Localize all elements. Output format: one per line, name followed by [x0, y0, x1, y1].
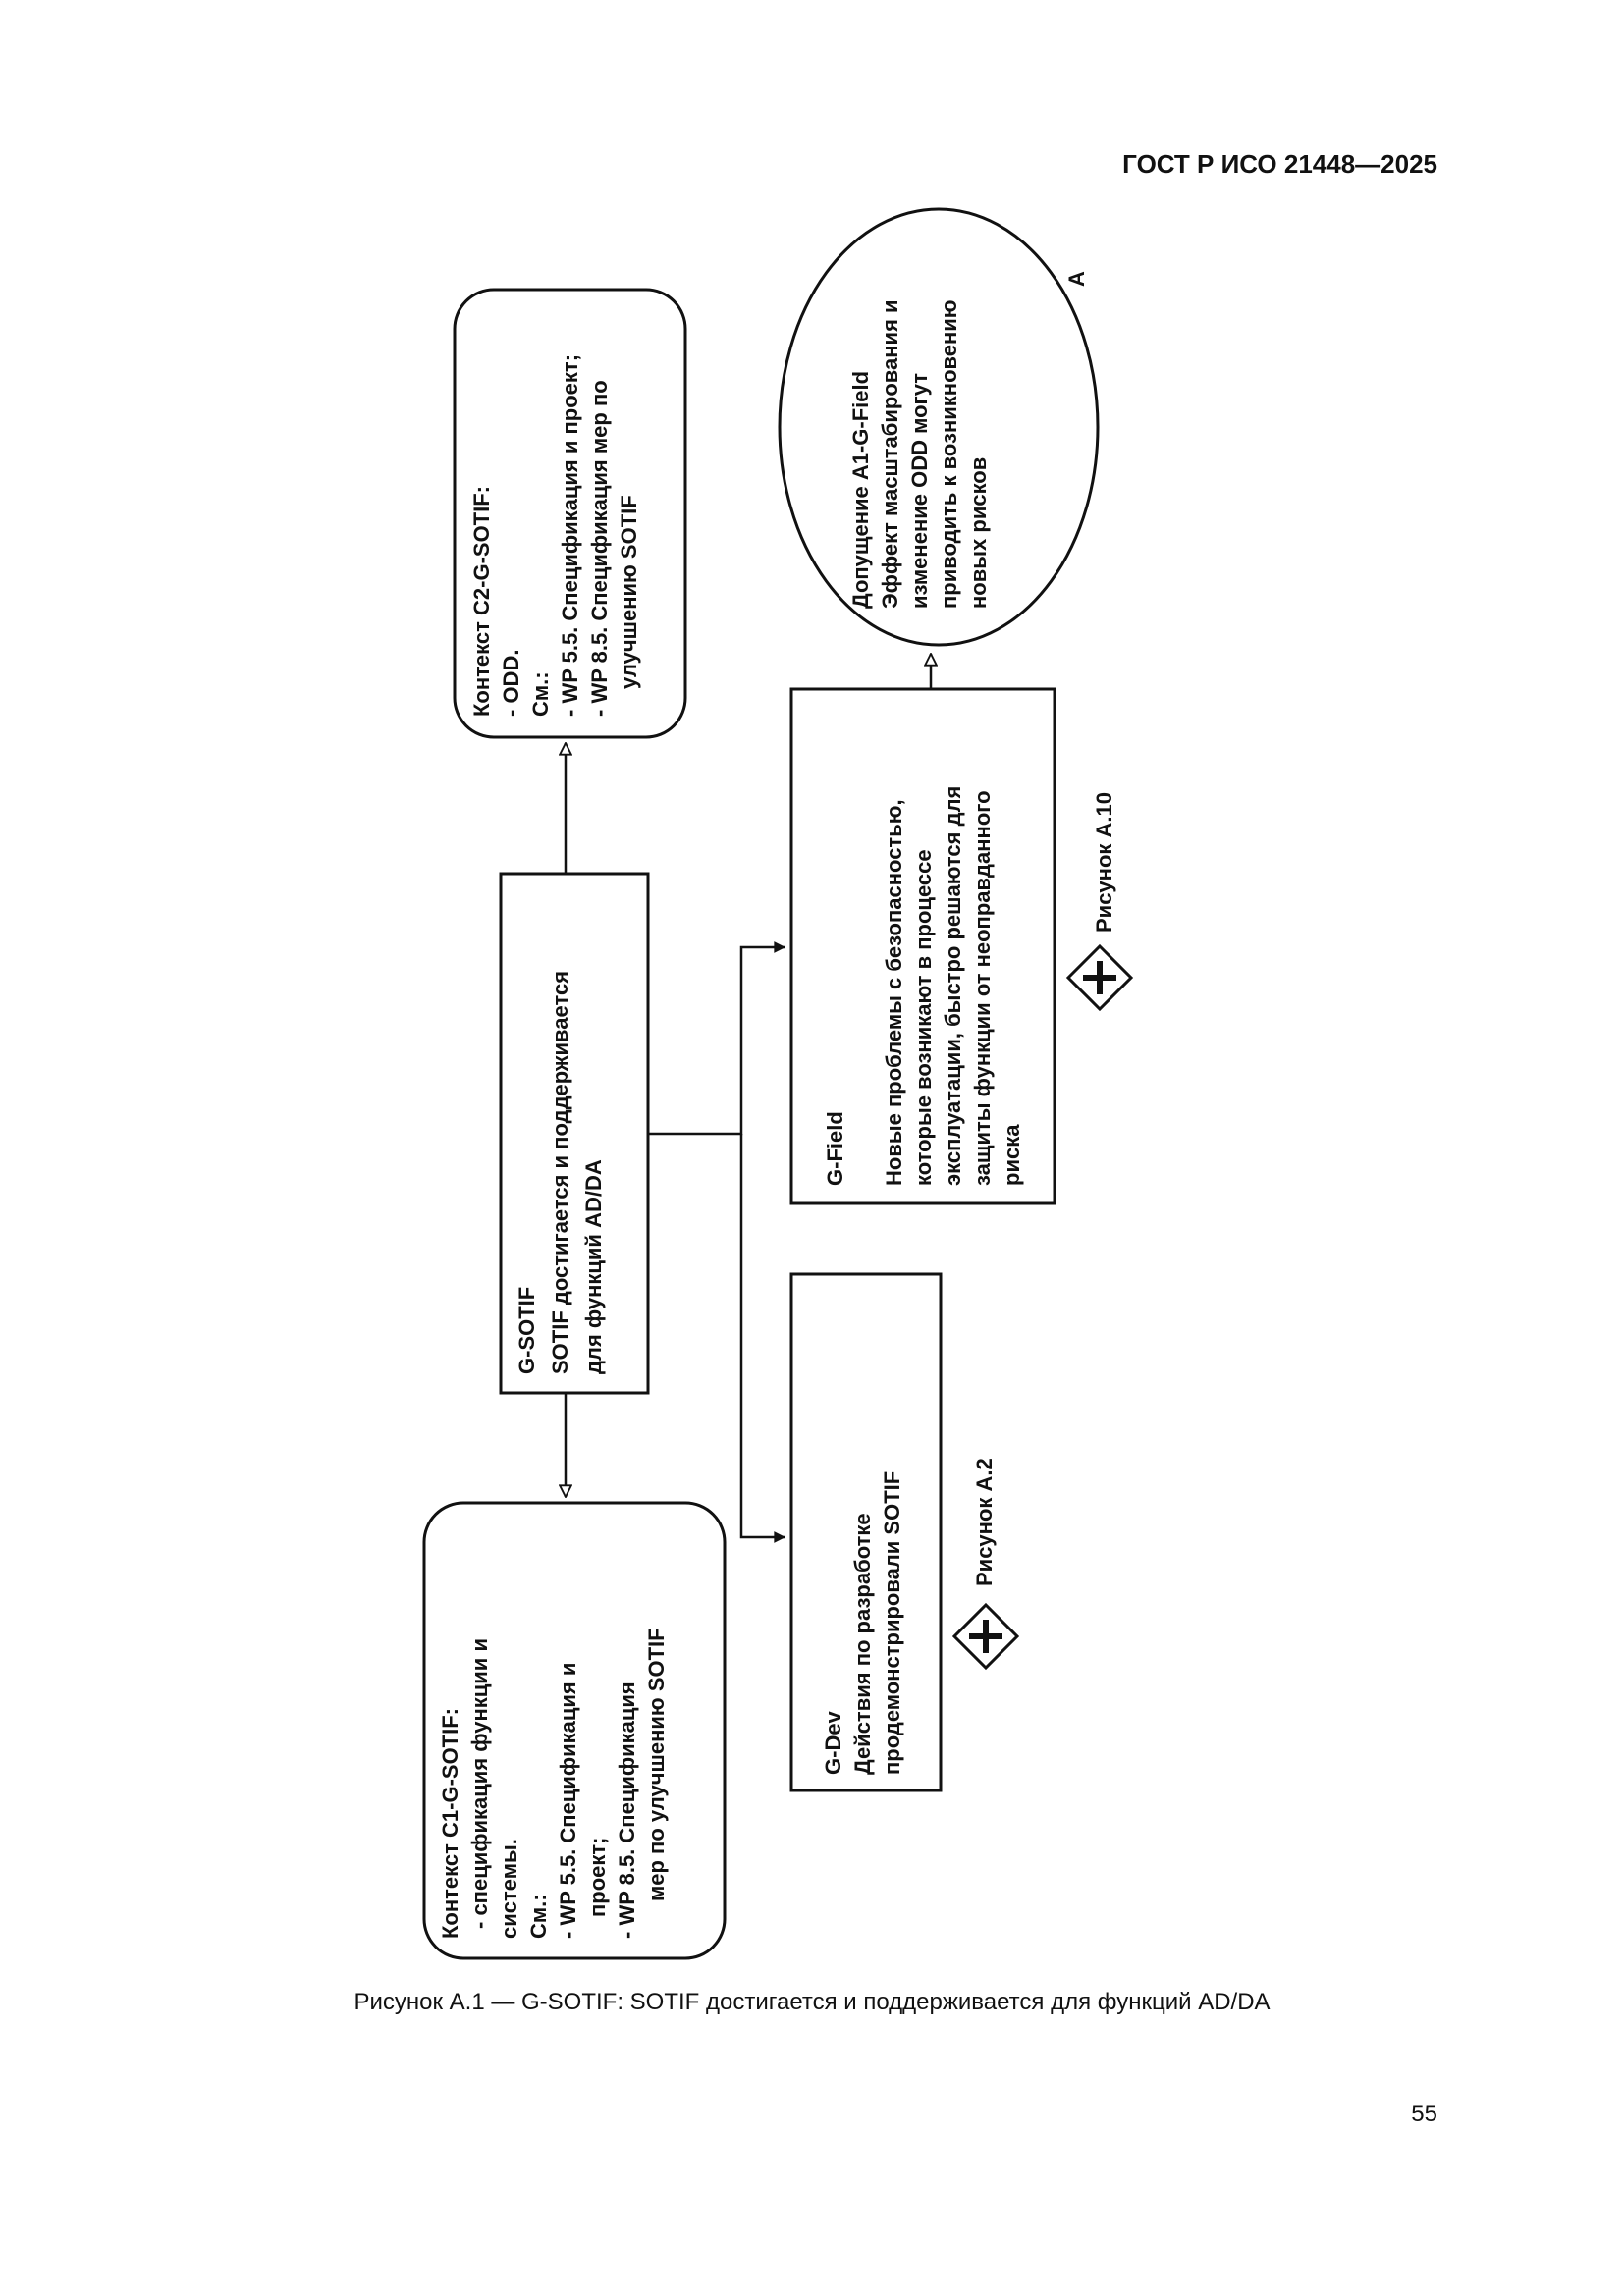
g-dev-line-3: продемонстрировали SOTIF	[880, 1471, 904, 1775]
page-number: 55	[1411, 2101, 1437, 2127]
context-c2-line-3: См.:	[528, 671, 553, 717]
goal-g-dev-box	[789, 1272, 943, 1792]
context-c1-box	[422, 1501, 727, 1960]
context-c1-line-2: - спецификация функции и	[467, 1638, 492, 1929]
assumption-line-4: приводить к возникновению	[937, 299, 961, 609]
g-dev-line-2: Действия по разработке	[850, 1513, 875, 1775]
context-c1-line-8: мер по улучшению SOTIF	[644, 1628, 669, 1901]
g-sotif-statement-2: для функций AD/DA	[581, 1159, 606, 1374]
context-c1-line-6: проект;	[585, 1837, 610, 1917]
g-field-figure-ref: Рисунок А.10	[1092, 792, 1116, 933]
g-dev-undeveloped-diamond	[951, 1602, 1020, 1671]
g-dev-line-1: G-Dev	[821, 1710, 845, 1775]
assumption-a1-ellipse	[778, 207, 1100, 647]
g-field-line-7: риска	[1000, 1124, 1024, 1186]
goal-g-field-box	[789, 687, 1056, 1205]
context-c1-line-1: Контекст C1-G-SOTIF:	[438, 1708, 462, 1939]
g-field-line-6: защиты функции от неоправданного	[970, 790, 995, 1186]
g-sotif-statement-1: SOTIF достигается и поддерживается	[548, 971, 572, 1374]
connector-to-g-field	[648, 941, 785, 1136]
connector-to-g-dev	[739, 1134, 785, 1543]
context-c2-line-4: - WP 5.5. Спецификация и проект;	[558, 354, 582, 717]
assumption-line-5: новых рисков	[966, 457, 991, 609]
context-c2-line-1: Контекст C2-G-SOTIF:	[469, 486, 494, 717]
assumption-line-1: Допущение A1-G-Field	[848, 371, 873, 609]
context-c1-line-4: См.:	[526, 1894, 551, 1939]
g-field-undeveloped-diamond	[1065, 943, 1134, 1012]
assumption-line-3: изменение ODD могут	[907, 373, 932, 609]
g-sotif-label: G-SOTIF	[514, 1287, 539, 1374]
goal-g-sotif-box	[499, 872, 650, 1395]
context-c2-line-2: - ODD.	[499, 650, 523, 717]
g-dev-figure-ref: Рисунок А.2	[972, 1458, 997, 1586]
g-field-line-5: эксплуатации, быстро решаются для	[941, 786, 965, 1186]
assumption-marker-a: A	[1064, 271, 1089, 287]
assumption-line-2: Эффект масштабирования и	[878, 299, 902, 609]
context-c2-line-5: - WP 8.5. Спецификация мер по	[587, 380, 612, 717]
g-field-line-3: Новые проблемы с безопасностью,	[882, 799, 906, 1186]
g-field-line-4: которые возникают в процессе	[911, 849, 936, 1186]
g-sotif-line-1: G-SOTIF	[514, 1287, 539, 1374]
document-id: ГОСТ Р ИСО 21448—2025	[1122, 149, 1437, 179]
context-c1-line-5: - WP 5.5. Спецификация и	[556, 1663, 580, 1939]
figure-caption: Рисунок А.1 — G-SOTIF: SOTIF достигается…	[353, 1989, 1271, 2015]
g-field-line-1: G-Field	[823, 1111, 847, 1186]
context-c1-line-3: системы.	[497, 1839, 521, 1939]
context-c2-line-6: улучшению SOTIF	[617, 495, 641, 689]
context-c2-box	[453, 288, 687, 739]
context-c1-line-7: - WP 8.5. Спецификация	[615, 1682, 639, 1939]
